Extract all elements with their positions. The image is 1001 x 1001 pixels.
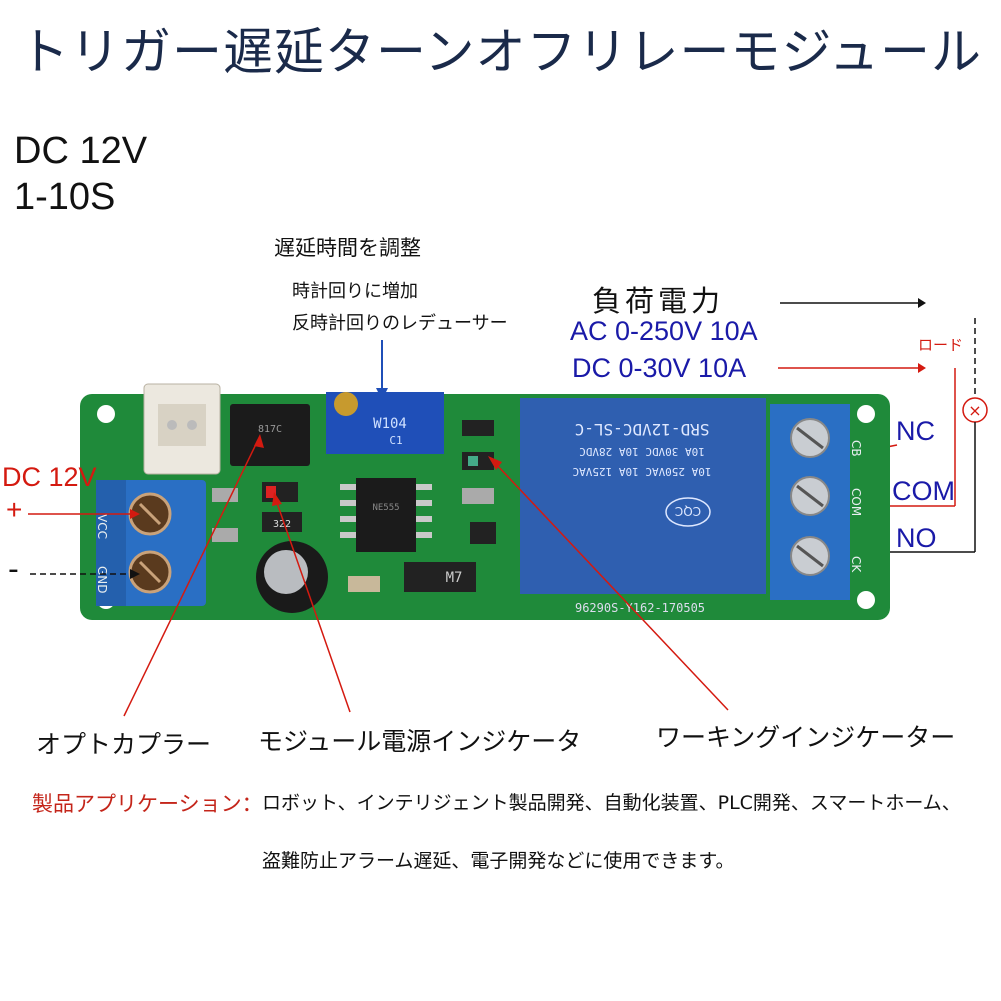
- svg-text:10A 30VDC 10A 28VDC: 10A 30VDC 10A 28VDC: [579, 445, 705, 458]
- svg-text:CB: CB: [849, 440, 863, 457]
- svg-text:NE555: NE555: [372, 503, 399, 513]
- terminal-no-label: NO: [896, 523, 937, 553]
- spec-delay-range: 1-10S: [14, 176, 116, 218]
- svg-text:VCC: VCC: [95, 514, 109, 539]
- svg-text:CQC: CQC: [675, 504, 701, 518]
- application-line-2: 盗難防止アラーム遅延、電子開発などに使用できます。: [262, 850, 735, 872]
- svg-text:CK: CK: [849, 556, 863, 573]
- svg-text:10A 250VAC 10A 125VAC: 10A 250VAC 10A 125VAC: [572, 465, 711, 478]
- load-dc-rating: DC 0-30V 10A: [572, 353, 747, 383]
- terminal-nc-label: NC: [896, 416, 935, 446]
- input-voltage-label: DC 12V: [2, 462, 97, 492]
- application-line-1: ロボット、インテリジェント製品開発、自動化装置、PLC開発、スマートホーム、: [262, 792, 961, 814]
- screw-icon: [790, 536, 830, 576]
- transistor: [404, 562, 476, 592]
- adjust-clockwise: 時計回りに増加: [292, 281, 418, 302]
- cqc-logo-icon: [665, 497, 711, 527]
- page-title: トリガー遅延ターンオフリレーモジュール: [19, 23, 982, 81]
- input-plus-label: +: [6, 494, 23, 525]
- svg-text:96290S-Y162-170505: 96290S-Y162-170505: [575, 601, 705, 615]
- adjust-counterclockwise: 反時計回りのレデューサー: [292, 313, 508, 334]
- adjust-title: 遅延時間を調整: [274, 236, 421, 260]
- working-indicator-label: ワーキングインジケーター: [656, 723, 956, 752]
- screw-icon: [790, 476, 830, 516]
- ic-555: [356, 478, 416, 552]
- optocoupler-label: オプトカプラー: [36, 730, 212, 759]
- pot-knob-icon: [334, 392, 358, 416]
- svg-text:817C: 817C: [258, 424, 282, 435]
- terminal-com-label: COM: [892, 476, 955, 506]
- svg-text:SRD-12VDC-SL-C: SRD-12VDC-SL-C: [575, 420, 710, 439]
- application-label: 製品アプリケーション：: [32, 792, 263, 816]
- power-indicator-label: モジュール電源インジケータ: [258, 727, 582, 756]
- svg-text:×: ×: [968, 401, 981, 420]
- input-minus-label: -: [8, 552, 19, 587]
- svg-text:W104: W104: [373, 416, 407, 432]
- svg-text:COM: COM: [849, 488, 863, 516]
- screw-icon: [790, 418, 830, 458]
- svg-text:322: 322: [273, 519, 291, 530]
- relay: [520, 398, 766, 594]
- load-title: 負荷電力: [592, 284, 725, 318]
- svg-text:M7: M7: [446, 570, 463, 586]
- load-ac-rating: AC 0-250V 10A: [570, 316, 758, 346]
- spec-voltage: DC 12V: [14, 130, 148, 172]
- svg-text:GND: GND: [95, 566, 109, 594]
- svg-text:C1: C1: [389, 434, 402, 447]
- optocoupler-chip: [230, 404, 310, 466]
- load-label: ロード: [918, 336, 964, 354]
